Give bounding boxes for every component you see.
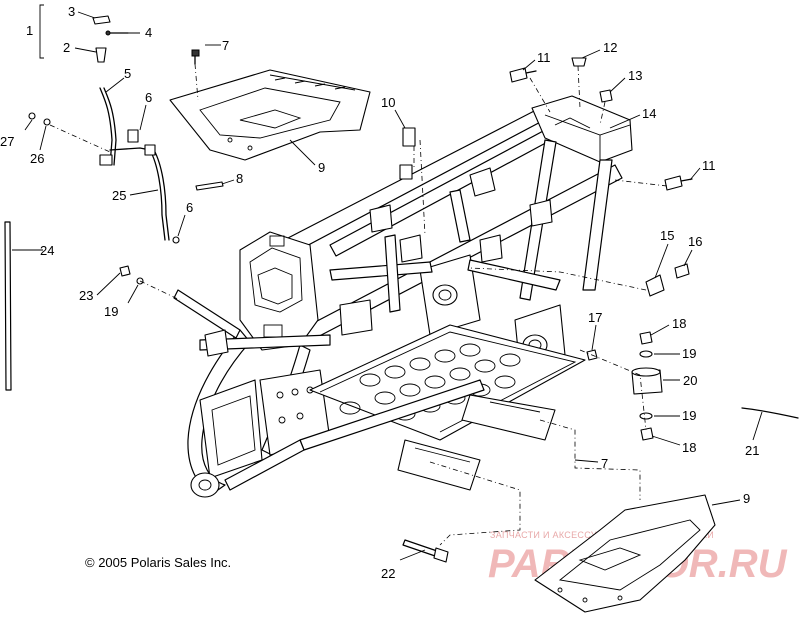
hardware — [28, 15, 799, 563]
callout-15: 15 — [660, 228, 674, 243]
callout-27: 27 — [0, 134, 14, 149]
callout-6-upper: 6 — [145, 90, 152, 105]
rod-24 — [4, 221, 12, 391]
callout-1: 1 — [26, 23, 33, 38]
callout-2: 2 — [63, 40, 70, 55]
callout-17: 17 — [588, 310, 602, 325]
callout-13: 13 — [628, 68, 642, 83]
assembly-centerlines — [49, 63, 668, 546]
callout-14: 14 — [642, 106, 656, 121]
callout-26: 26 — [30, 151, 44, 166]
callout-23: 23 — [79, 288, 93, 303]
callout-24: 24 — [40, 243, 54, 258]
callout-12: 12 — [603, 40, 617, 55]
leader-lines — [12, 4, 763, 561]
callout-6-lower: 6 — [186, 200, 193, 215]
callout-4: 4 — [145, 25, 152, 40]
callout-18-upper: 18 — [672, 316, 686, 331]
callout-7-lower: 7 — [601, 456, 608, 471]
callout-21: 21 — [745, 443, 759, 458]
callout-9-upper: 9 — [318, 160, 325, 175]
callout-11-upper: 11 — [537, 50, 551, 65]
callout-16: 16 — [688, 234, 702, 249]
callout-22: 22 — [381, 566, 395, 581]
callout-3: 3 — [68, 4, 75, 19]
callout-11-right: 11 — [702, 158, 716, 173]
callout-9-lower: 9 — [743, 491, 750, 506]
callout-7-upper: 7 — [222, 38, 229, 53]
callout-8: 8 — [236, 171, 243, 186]
callout-19-left: 19 — [104, 304, 118, 319]
footrest-plate-lower — [534, 494, 716, 613]
main-frame — [173, 95, 633, 498]
footrest-plate-upper — [169, 69, 371, 161]
cable-assembly — [99, 87, 170, 241]
callout-20: 20 — [683, 373, 697, 388]
callout-25: 25 — [112, 188, 126, 203]
callout-10: 10 — [381, 95, 395, 110]
callout-19-lower: 19 — [682, 408, 696, 423]
callout-18-lower: 18 — [682, 440, 696, 455]
callout-labels: 1 2 3 4 5 6 6 7 7 8 9 9 10 11 11 12 13 1… — [0, 4, 759, 581]
copyright-notice: © 2005 Polaris Sales Inc. — [85, 555, 231, 570]
callout-5: 5 — [124, 66, 131, 81]
callout-19-upper: 19 — [682, 346, 696, 361]
